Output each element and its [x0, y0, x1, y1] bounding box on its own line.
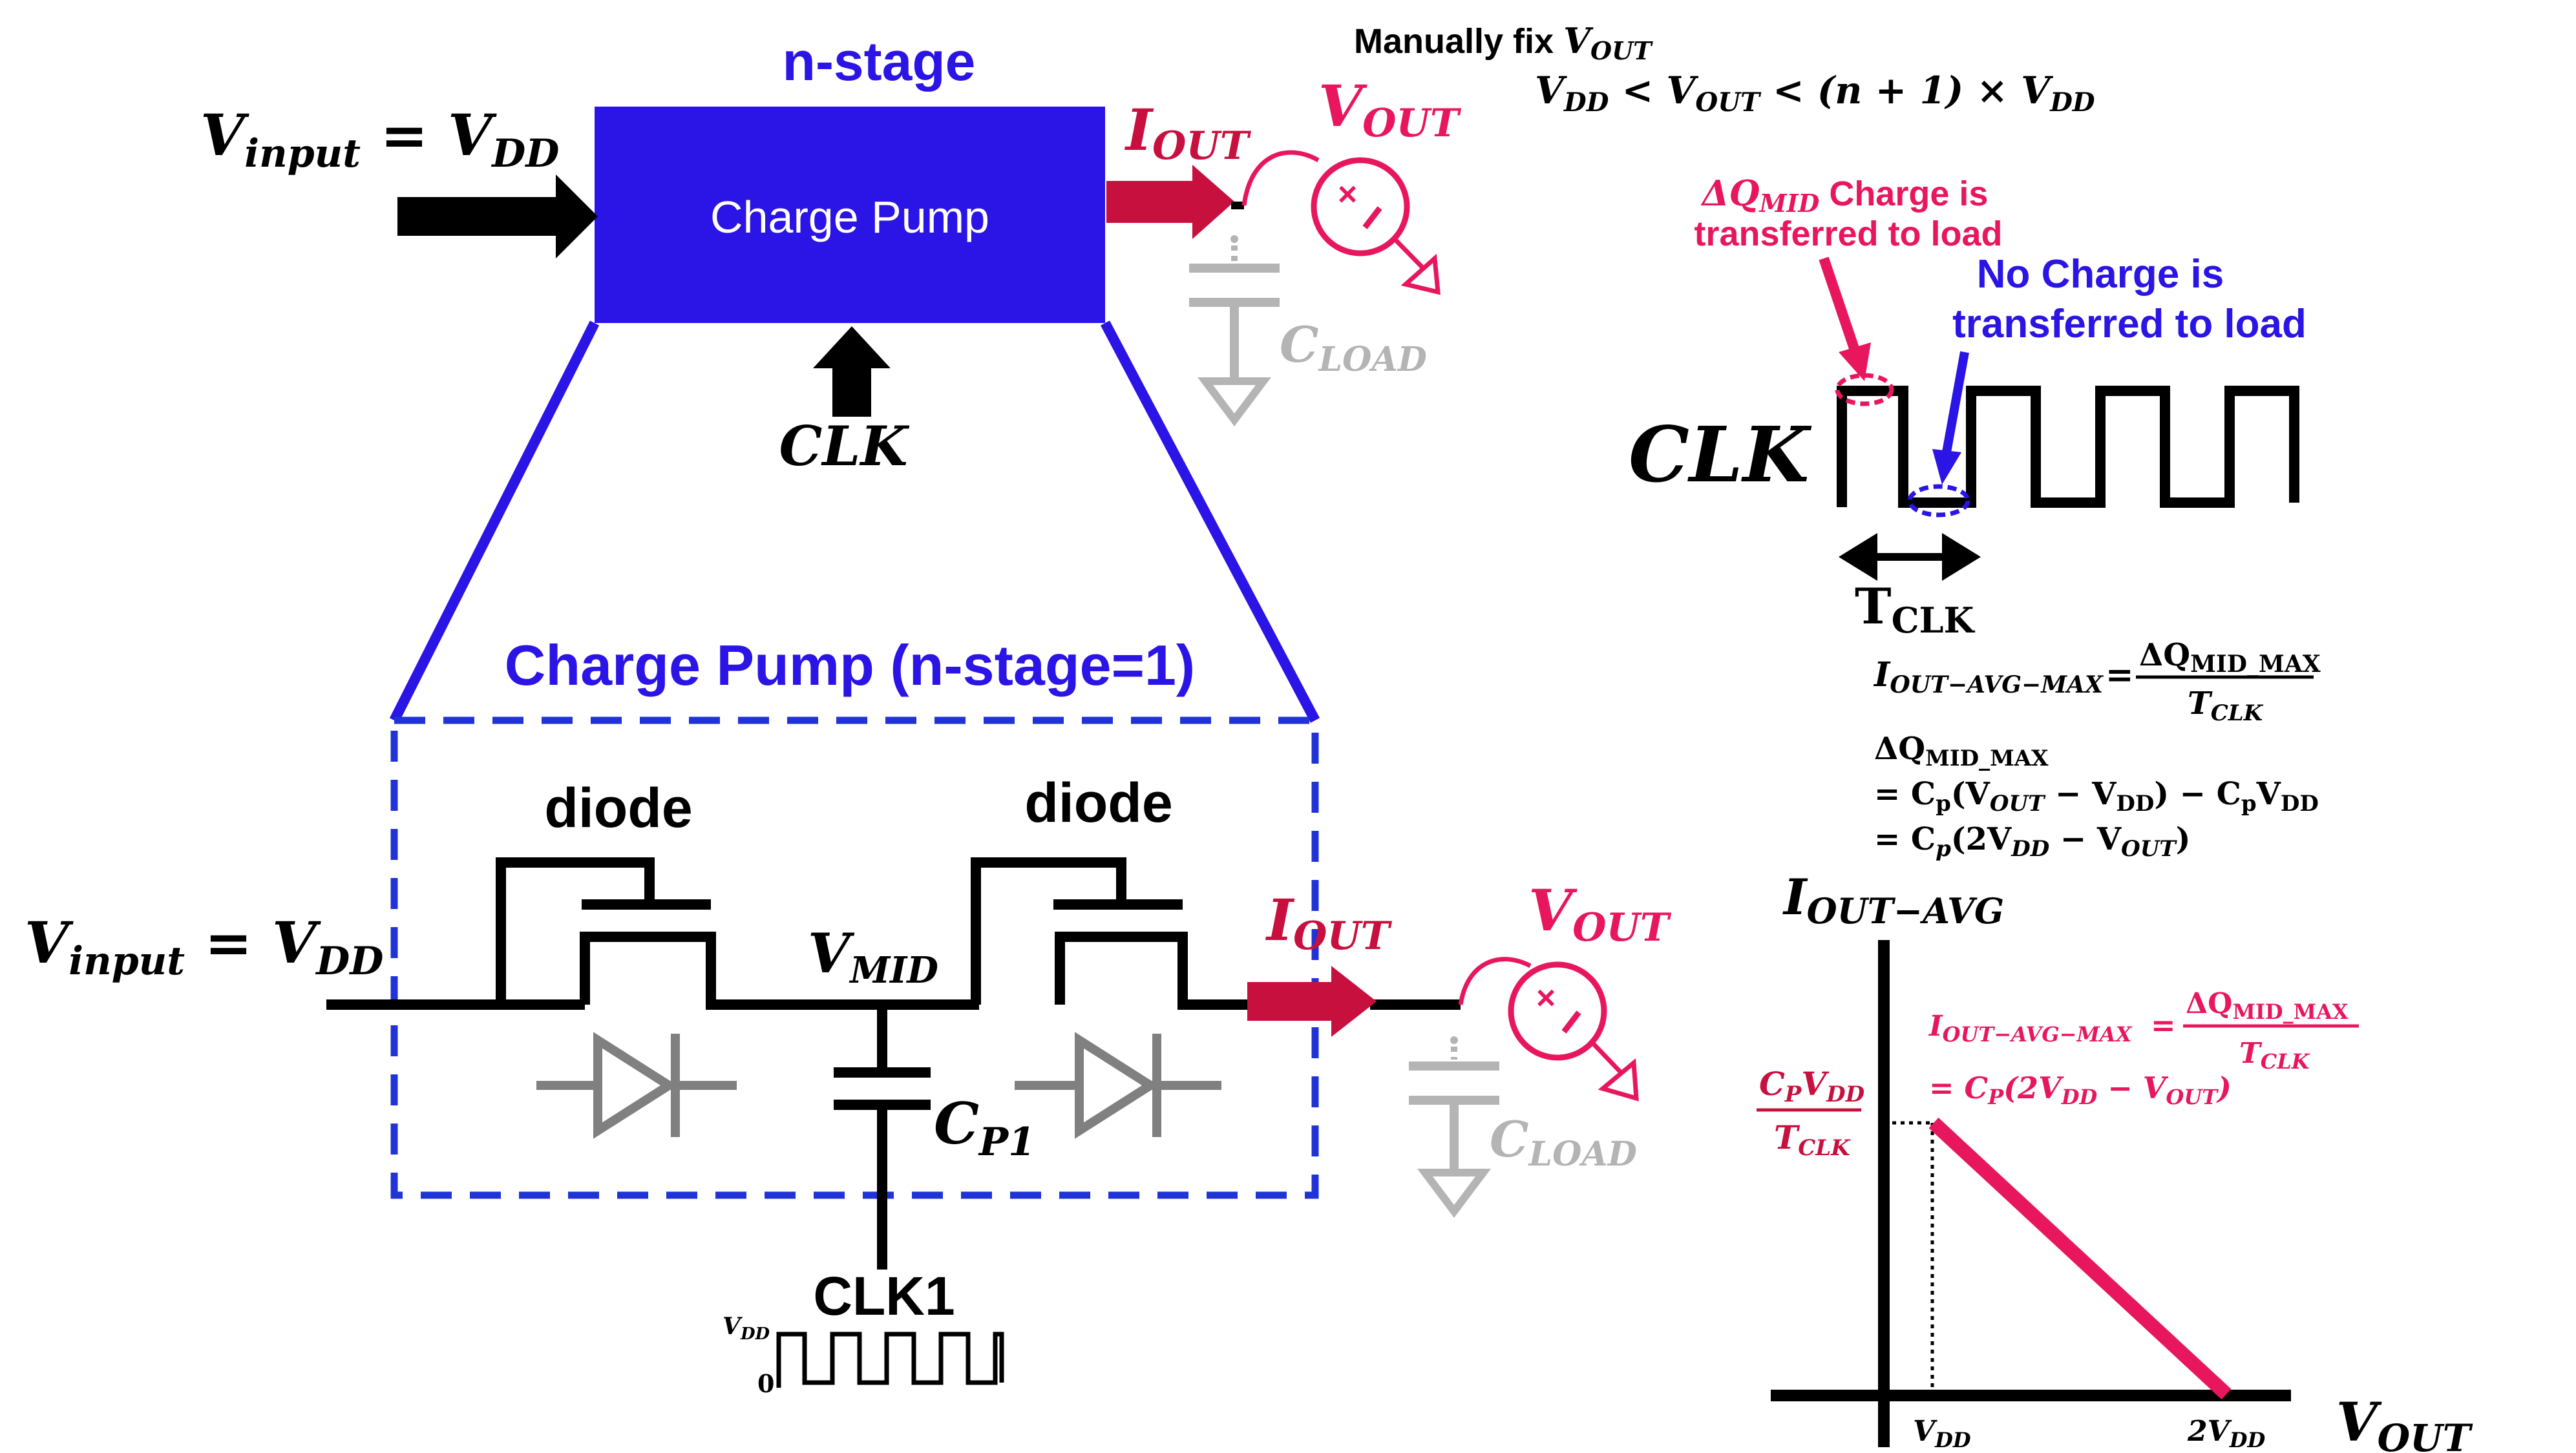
charge-pump-block	[595, 107, 1105, 323]
top-iout-label: IOUT	[1124, 96, 1252, 169]
transfer-note-line2: transferred to load	[1694, 214, 2002, 253]
top-clk-arrow	[813, 326, 891, 417]
top-vout-label: VOUT	[1318, 72, 1462, 146]
transfer-pointer-head	[1839, 342, 1871, 381]
bottom-output-arrow	[1247, 966, 1377, 1037]
graph-y-label: IOUT−AVG	[1782, 868, 2004, 932]
top-input-arrow	[397, 174, 598, 258]
bottom-cload	[1409, 1036, 1499, 1218]
no-transfer-pointer	[1942, 351, 1969, 454]
top-vout-ground-lead	[1394, 238, 1427, 272]
clock-label: CLK	[1629, 410, 1812, 499]
bottom-vout-label: VOUT	[1528, 877, 1672, 950]
dq-max-line3: = Cp(2VDD − VOUT)	[1874, 821, 2190, 862]
bottom-vout-plus: ×	[1536, 979, 1556, 1017]
expansion-line-left	[389, 320, 600, 723]
graph-annotation-line2: = CP(2VDD − VOUT)	[1929, 1071, 2232, 1109]
top-vout-plus: ×	[1338, 176, 1357, 213]
graph-annotation-equals: =	[2151, 1008, 2176, 1043]
bottom-vout-source	[1508, 961, 1607, 1061]
cp1-capacitor	[834, 1005, 931, 1270]
diode2-label: diode	[1024, 772, 1172, 834]
expansion-line-right	[1100, 320, 1320, 723]
top-output-arrow	[1106, 165, 1234, 239]
clk1-zero-label: 0	[757, 1369, 774, 1398]
charge-pump-block-label: Charge Pump	[710, 192, 989, 242]
no-transfer-pointer-head	[1932, 449, 1961, 485]
eq1-equals: =	[2106, 655, 2134, 695]
equations-panel: IOUT−AVG−MAX = ΔQMID_MAX TCLK ΔQMID_MAX …	[1873, 637, 2321, 862]
bottom-vout-ground-lead	[1591, 1041, 1624, 1076]
top-clk-label: CLK	[779, 414, 910, 478]
diode1-label: diode	[544, 777, 692, 839]
tclk-period-arrow	[1839, 533, 1981, 581]
cp1-label: CP1	[934, 1090, 1035, 1165]
bottom-vout-lead	[1458, 957, 1532, 1005]
eq1-lhs: IOUT−AVG−MAX	[1873, 655, 2104, 698]
single-stage-boundary	[390, 716, 1319, 1199]
top-vout-ground	[1400, 253, 1441, 295]
bottom-cload-label: CLOAD	[1490, 1111, 1637, 1174]
top-vout-source	[1311, 157, 1410, 256]
diode2-symbol	[1015, 1032, 1221, 1139]
transfer-note: ΔQMID Charge is	[1700, 172, 1989, 218]
top-charge-pump-section: n-stage Charge Pump Vinput = VDD CLK IOU…	[200, 31, 1462, 478]
bottom-vout-minus	[1561, 1010, 1581, 1034]
graph-annotation-lhs: IOUT−AVG−MAX	[1928, 1010, 2133, 1047]
clock-panel: CLK ΔQMID Charge is transferred to load …	[1629, 172, 2307, 641]
manual-fix-note: Manually fix VOUT VDD < VOUT < (n + 1) ×…	[1354, 20, 2095, 118]
graph-y-tick-denominator: TCLK	[1774, 1118, 1851, 1161]
no-transfer-highlight	[1907, 484, 1970, 517]
no-transfer-note-line2: transferred to load	[1952, 302, 2307, 346]
single-stage-title: Charge Pump (n-stage=1)	[505, 633, 1195, 697]
graph-x-tick-2vdd: 2VDD	[2187, 1415, 2266, 1452]
n-stage-label: n-stage	[783, 31, 976, 92]
eq1-denominator: TCLK	[2188, 685, 2264, 726]
vmid-label: VMID	[808, 921, 938, 992]
bottom-vinput-label: Vinput = VDD	[25, 909, 383, 984]
graph-x-tick-vdd: VDD	[1913, 1415, 1971, 1452]
graph-y-tick-numerator: CPVDD	[1759, 1065, 1865, 1107]
top-vinput-label: Vinput = VDD	[200, 101, 559, 176]
no-transfer-note: No Charge is	[1977, 252, 2224, 297]
single-stage-detail: Charge Pump (n-stage=1) diode diode Vinp…	[25, 633, 1672, 1398]
top-cload	[1189, 235, 1280, 426]
clock-waveform	[1837, 386, 2299, 508]
bottom-vout-ground	[1598, 1058, 1639, 1102]
iout-vout-graph: IOUT−AVG VOUT CPVDD TCLK VDD 2VDD IOUT−A…	[1757, 868, 2473, 1453]
graph-annotation-denominator: TCLK	[2239, 1037, 2310, 1074]
tclk-label: TCLK	[1855, 578, 1976, 641]
graph-load-line	[1928, 1117, 2232, 1400]
diode1-symbol	[536, 1032, 737, 1139]
graph-x-label: VOUT	[2336, 1392, 2473, 1453]
top-vout-minus	[1362, 206, 1382, 229]
bottom-iout-label: IOUT	[1265, 886, 1393, 959]
clk1-vdd-label: VDD	[723, 1313, 770, 1344]
transfer-pointer	[1819, 256, 1861, 356]
manual-fix-label: Manually fix VOUT	[1354, 20, 1653, 65]
top-cload-label: CLOAD	[1280, 316, 1427, 379]
graph-annotation-numerator: ΔQMID_MAX	[2186, 987, 2349, 1024]
clk1-label: CLK1	[813, 1266, 955, 1326]
eq1-numerator: ΔQMID_MAX	[2139, 637, 2321, 678]
clk1-waveform	[776, 1332, 1004, 1388]
dq-max-line2: = Cp(VOUT − VDD) − CpVDD	[1874, 776, 2319, 817]
main-wire	[326, 857, 1461, 1010]
top-vout-lead	[1241, 150, 1320, 206]
vout-inequality: VDD < VOUT < (n + 1) × VDD	[1535, 68, 2095, 118]
dq-max-head: ΔQMID_MAX	[1874, 731, 2049, 771]
